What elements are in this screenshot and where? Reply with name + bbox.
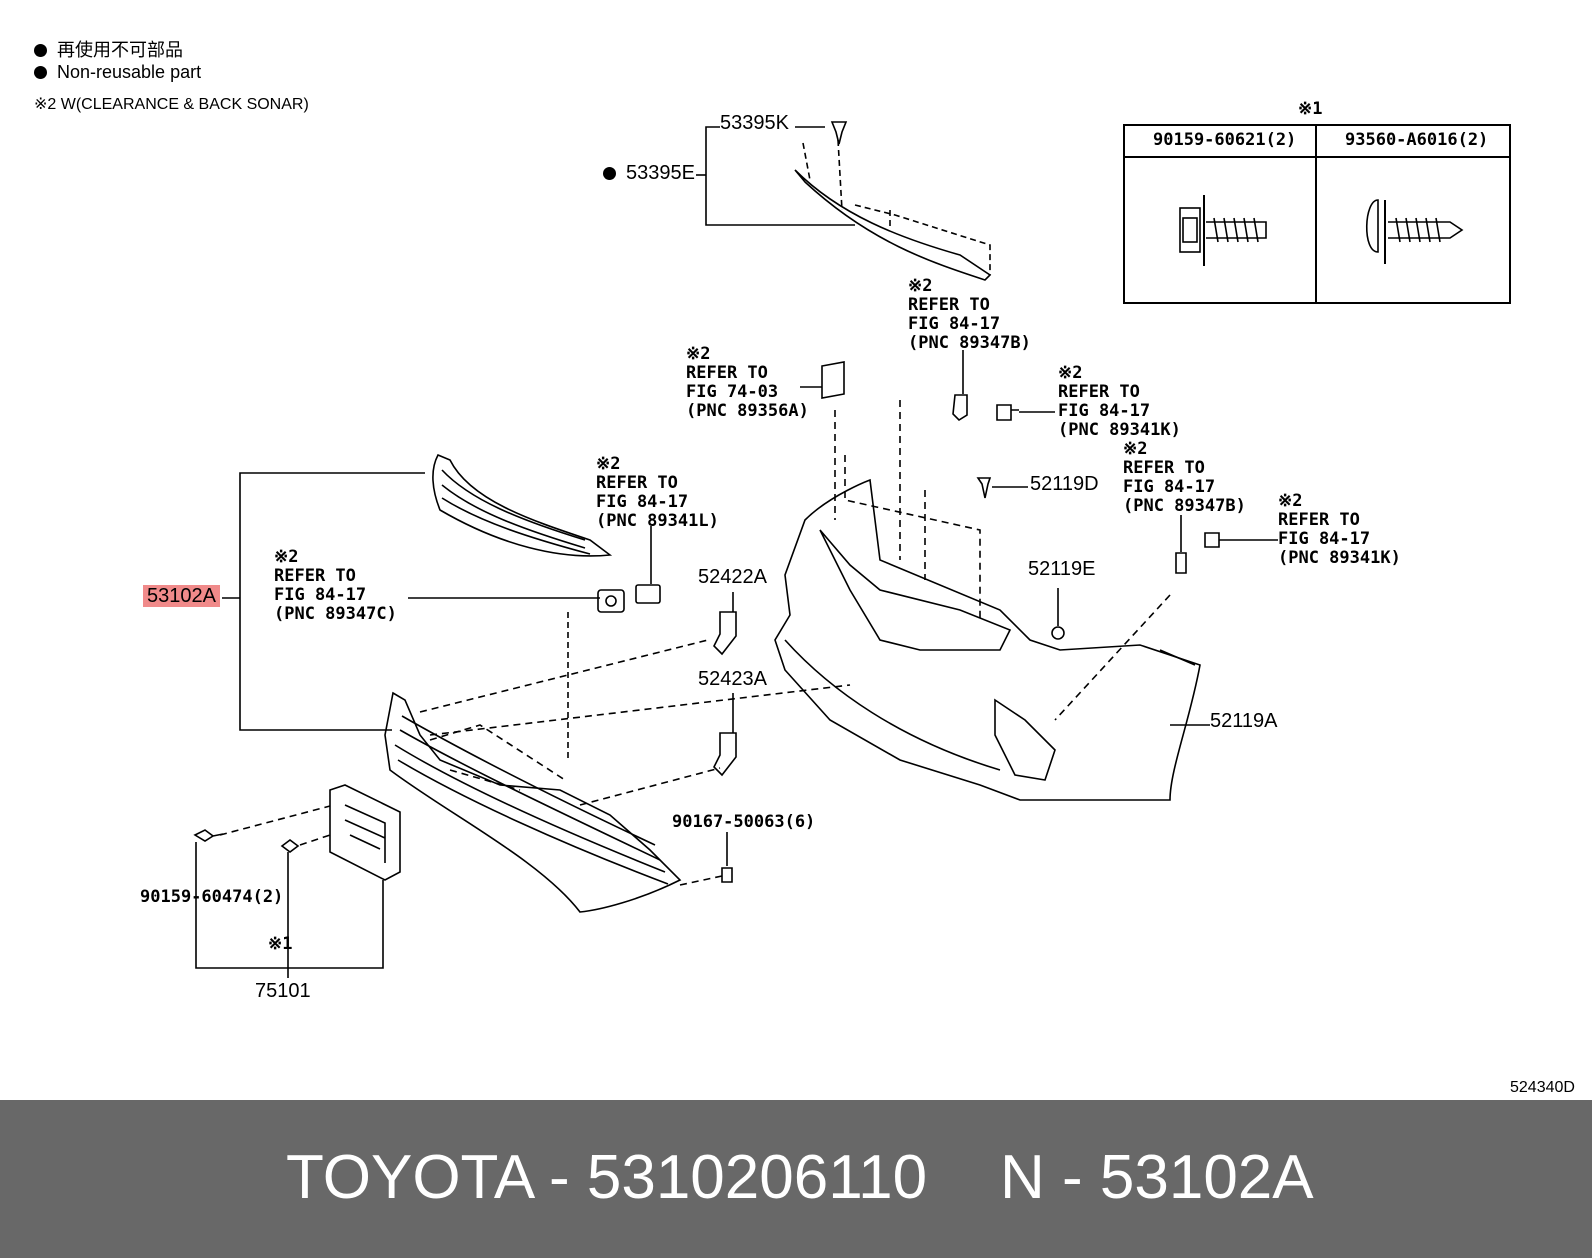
sensor-89347B-right-icon [1175, 552, 1187, 574]
bolt-90159-60474-icon [193, 829, 224, 842]
ref-mark: ※2 [686, 344, 711, 364]
ref-89341K-top[interactable]: ※2 REFER TO FIG 84-17 (PNC 89341K) [1058, 364, 1181, 440]
callout-53395E-text: 53395E [626, 162, 695, 184]
screw-90167-icon [721, 867, 733, 883]
clip-52119E-icon [1051, 626, 1065, 640]
parts-diagram: 再使用不可部品 Non-reusable part ※2 W(CLEARANCE… [34, 36, 1575, 1096]
ref-line: REFER TO [1058, 382, 1140, 402]
ref-mark: ※2 [1123, 439, 1148, 459]
ref-line: REFER TO [1278, 510, 1360, 530]
box-title: ※1 [1298, 99, 1323, 119]
sensor-89341K-right-icon [1204, 532, 1220, 548]
sensor-89341K-top-icon [996, 404, 1019, 421]
upper-grille [432, 453, 613, 557]
ref-pnc: (PNC 89347B) [1123, 496, 1246, 516]
legend-line-1: 再使用不可部品 [34, 36, 183, 62]
ref-fig: FIG 84-17 [1123, 477, 1216, 497]
fastener-table-header [1125, 126, 1509, 158]
sensor-89341L-icon [635, 584, 661, 604]
ref-line: REFER TO [908, 295, 990, 315]
ref-fig: FIG 84-17 [596, 492, 689, 512]
non-reusable-dot-icon [603, 167, 616, 180]
ref-pnc: (PNC 89341K) [1278, 548, 1401, 568]
ref-pnc: (PNC 89341L) [596, 511, 719, 531]
ref-fig: FIG 84-17 [274, 585, 367, 605]
clip-52119D-icon [976, 477, 992, 499]
bracket-52422A [713, 611, 737, 656]
diagram-artwork [193, 121, 1464, 978]
ref-mark: ※2 [1058, 363, 1083, 383]
sensor-89347B-top-icon [952, 394, 968, 422]
fastener-table: 90159-60621(2) 93560-A6016(2) [1123, 124, 1511, 304]
callout-52119E[interactable]: 52119E [1028, 558, 1096, 580]
callout-52119D[interactable]: 52119D [1030, 473, 1099, 495]
non-reusable-dot-icon [34, 66, 47, 79]
fastener-table-divider [1315, 126, 1317, 302]
ref-line: REFER TO [274, 566, 356, 586]
ref-pnc: (PNC 89341K) [1058, 420, 1181, 440]
ref-mark: ※2 [908, 276, 933, 296]
ref-fig: FIG 84-17 [908, 314, 1001, 334]
bolt-90159-60621-icon [1179, 195, 1267, 266]
sensor-89347C-icon [597, 589, 625, 613]
callout-53102A[interactable]: 53102A [143, 585, 220, 607]
ref-line: REFER TO [596, 473, 678, 493]
callout-53395E[interactable]: 53395E [603, 162, 695, 184]
ref-pnc: (PNC 89347B) [908, 333, 1031, 353]
ref-fig: FIG 84-17 [1278, 529, 1371, 549]
ref-89356A[interactable]: ※2 REFER TO FIG 74-03 (PNC 89356A) [686, 345, 809, 421]
screw-93560-A6016-icon [1365, 199, 1464, 264]
legend-line-2: Non-reusable part [34, 62, 201, 83]
ref-mark: ※2 [274, 547, 299, 567]
bracket-52423A [713, 732, 737, 777]
cap-89356A-icon [821, 361, 845, 399]
callout-53395K[interactable]: 53395K [720, 112, 789, 134]
ref-89341K-right[interactable]: ※2 REFER TO FIG 84-17 (PNC 89341K) [1278, 492, 1401, 568]
legend-note2: ※2 W(CLEARANCE & BACK SONAR) [34, 96, 309, 113]
clip-53395K-icon [830, 121, 848, 145]
ref-fig: FIG 84-17 [1058, 401, 1151, 421]
callout-52119A[interactable]: 52119A [1210, 710, 1278, 732]
ref-pnc: (PNC 89356A) [686, 401, 809, 421]
figure-code: 524340D [1510, 1079, 1575, 1096]
mark-1-bottom: ※1 [268, 934, 293, 954]
ref-89341L[interactable]: ※2 REFER TO FIG 84-17 (PNC 89341L) [596, 455, 719, 531]
callout-52422A[interactable]: 52422A [698, 566, 767, 588]
ref-mark: ※2 [596, 454, 621, 474]
ref-89347B-top[interactable]: ※2 REFER TO FIG 84-17 (PNC 89347B) [908, 277, 1031, 353]
non-reusable-dot-icon [34, 44, 47, 57]
callout-90159-60474[interactable]: 90159-60474(2) [140, 887, 284, 907]
ref-line: REFER TO [1123, 458, 1205, 478]
ref-pnc: (PNC 89347C) [274, 604, 397, 624]
callout-53102A-highlight: 53102A [143, 585, 220, 607]
fastener-col-2: 93560-A6016(2) [1345, 130, 1489, 150]
footer-part-number: TOYOTA - 5310206110 [286, 1143, 928, 1212]
ref-mark: ※2 [1278, 491, 1303, 511]
footer-pnc: N - 53102A [1000, 1143, 1314, 1212]
ref-line: REFER TO [686, 363, 768, 383]
bolt-90159-60474b-icon [280, 839, 300, 853]
callout-52423A[interactable]: 52423A [698, 668, 767, 690]
fastener-col-1: 90159-60621(2) [1153, 130, 1297, 150]
bumper-cover-52119A [774, 478, 1201, 801]
ref-89347C[interactable]: ※2 REFER TO FIG 84-17 (PNC 89347C) [274, 548, 397, 624]
callout-75101[interactable]: 75101 [255, 980, 311, 1002]
legend-jp-text: 再使用不可部品 [57, 40, 183, 60]
callout-90167-50063[interactable]: 90167-50063(6) [672, 812, 816, 832]
footer-bar: TOYOTA - 5310206110 N - 53102A [0, 1100, 1592, 1258]
molding-strip [794, 169, 992, 281]
legend-en-text: Non-reusable part [57, 62, 202, 82]
ref-89347B-right[interactable]: ※2 REFER TO FIG 84-17 (PNC 89347B) [1123, 440, 1246, 516]
license-bracket-75101 [329, 784, 401, 881]
ref-fig: FIG 74-03 [686, 382, 779, 402]
lower-grille [384, 691, 682, 913]
